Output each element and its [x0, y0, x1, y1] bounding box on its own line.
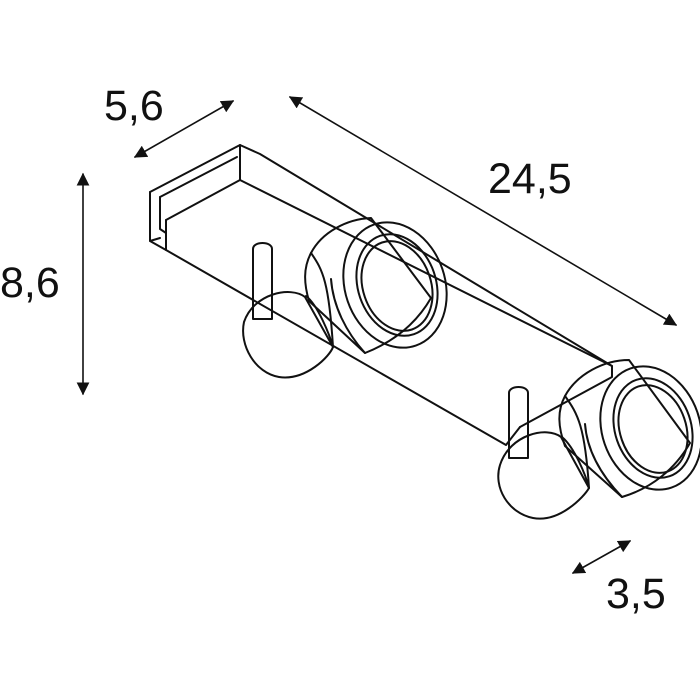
- head-dimension-arrow: [571, 540, 632, 574]
- height-label: 8,6: [0, 259, 60, 307]
- rail-body: [149, 144, 613, 446]
- spotlight-two: [497, 359, 700, 520]
- length-dimension-arrow: [288, 96, 678, 326]
- length-label: 24,5: [488, 155, 572, 203]
- width-label: 5,6: [104, 82, 164, 130]
- width-dimension-arrow: [133, 100, 235, 158]
- spotlight-one: [242, 217, 448, 379]
- head-label: 3,5: [606, 570, 666, 618]
